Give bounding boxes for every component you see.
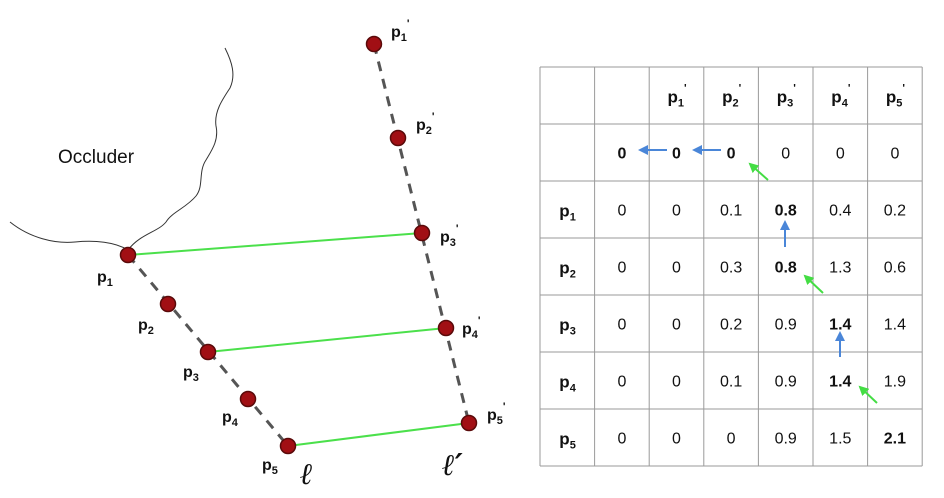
occluder-label: Occluder <box>58 147 135 168</box>
arrow-green-1 <box>748 162 769 181</box>
point-p2-prime <box>389 129 407 147</box>
match-line-1 <box>127 232 423 256</box>
table-cell: 1.3 <box>829 260 851 277</box>
table-cell: 0.8 <box>775 260 797 277</box>
col-header-p1-prime: p1' <box>668 83 688 110</box>
col-header-p4-prime: p4' <box>831 83 851 110</box>
occluder-curve <box>9 47 234 251</box>
arrow-green-3 <box>858 385 878 404</box>
right-points <box>365 35 478 432</box>
label-p2: p2 <box>138 317 154 337</box>
table-cell: 0 <box>836 146 845 163</box>
table-cell: 1.9 <box>884 374 906 391</box>
table-cell: 0 <box>727 431 736 448</box>
point-p1 <box>119 246 137 264</box>
table-cell: 0.9 <box>775 374 797 391</box>
row-header-p5: p5 <box>559 430 576 452</box>
col-header-p2-prime: p2' <box>722 83 742 110</box>
match-line-2 <box>207 327 447 353</box>
table-cell: 0.4 <box>829 203 851 220</box>
table-cell: 0 <box>672 431 681 448</box>
label-p3-prime: p3' <box>440 223 459 249</box>
table-cell: 0 <box>617 317 626 334</box>
arrow-green-2 <box>803 274 824 294</box>
table-cell: 0 <box>672 260 681 277</box>
row-header-p1: p1 <box>559 202 576 224</box>
label-p4: p4 <box>222 409 239 429</box>
table-cell: 0 <box>672 374 681 391</box>
table-cell: 1.5 <box>829 431 851 448</box>
table-cell: 0.1 <box>720 203 742 220</box>
point-p3-prime <box>413 224 431 242</box>
line-l-prime-dashed <box>372 43 471 424</box>
col-header-p5-prime: p5' <box>886 83 906 110</box>
point-p4-prime <box>437 319 455 337</box>
table-cell: 0 <box>617 374 626 391</box>
cost-table-cells: 0 0 0 0 0 0 0 0 0.1 0.8 0.4 0.2 0 0 0.3 0.8 1.3 0.6 0 0 0.2 0… <box>617 146 906 448</box>
table-cell: 0 <box>617 146 626 163</box>
table-cell: 0.3 <box>720 260 742 277</box>
label-p3: p3 <box>183 364 199 384</box>
label-p5-prime: p5' <box>487 401 506 427</box>
table-cell: 1.4 <box>829 374 851 391</box>
table-cell: 0 <box>617 431 626 448</box>
table-cell: 2.1 <box>884 431 906 448</box>
line-label-l-prime: ℓ′ <box>442 448 463 483</box>
table-cell: 0 <box>781 146 790 163</box>
table-cell: 0 <box>890 146 899 163</box>
label-p1-prime: p1' <box>391 18 410 44</box>
table-cell: 1.4 <box>829 317 851 334</box>
line-label-l: ℓ <box>300 457 313 492</box>
row-header-p3: p3 <box>559 316 576 338</box>
label-p5: p5 <box>262 457 278 477</box>
table-cell: 0 <box>672 203 681 220</box>
match-line-3 <box>287 422 470 447</box>
point-p1-prime <box>365 35 383 53</box>
cost-table-headers: p1' p2' p3' p4' p5' p1 p2 p3 p4 p5 <box>559 83 905 452</box>
label-p1: p1 <box>97 269 113 289</box>
line-l-dashed <box>126 254 290 447</box>
table-cell: 0.6 <box>884 260 906 277</box>
point-p4 <box>239 390 257 408</box>
point-p5 <box>279 437 297 455</box>
table-cell: 0 <box>617 260 626 277</box>
point-p5-prime <box>460 414 478 432</box>
table-cell: 0.2 <box>884 203 906 220</box>
table-cell: 0.9 <box>775 431 797 448</box>
path-arrows <box>638 145 878 404</box>
left-points <box>119 246 297 455</box>
table-cell: 0 <box>727 146 736 163</box>
table-cell: 0.9 <box>775 317 797 334</box>
col-header-p3-prime: p3' <box>777 83 797 110</box>
table-cell: 1.4 <box>884 317 906 334</box>
table-cell: 0 <box>617 203 626 220</box>
row-header-p4: p4 <box>559 373 576 395</box>
point-p3 <box>199 343 217 361</box>
table-cell: 0.2 <box>720 317 742 334</box>
label-p2-prime: p2' <box>416 111 435 137</box>
row-header-p2: p2 <box>559 259 576 281</box>
label-p4-prime: p4' <box>462 315 481 341</box>
table-cell: 0 <box>672 146 681 163</box>
point-p2 <box>159 295 177 313</box>
table-cell: 0.8 <box>775 203 797 220</box>
cost-table <box>539 66 923 467</box>
table-cell: 0.1 <box>720 374 742 391</box>
table-cell: 0 <box>672 317 681 334</box>
